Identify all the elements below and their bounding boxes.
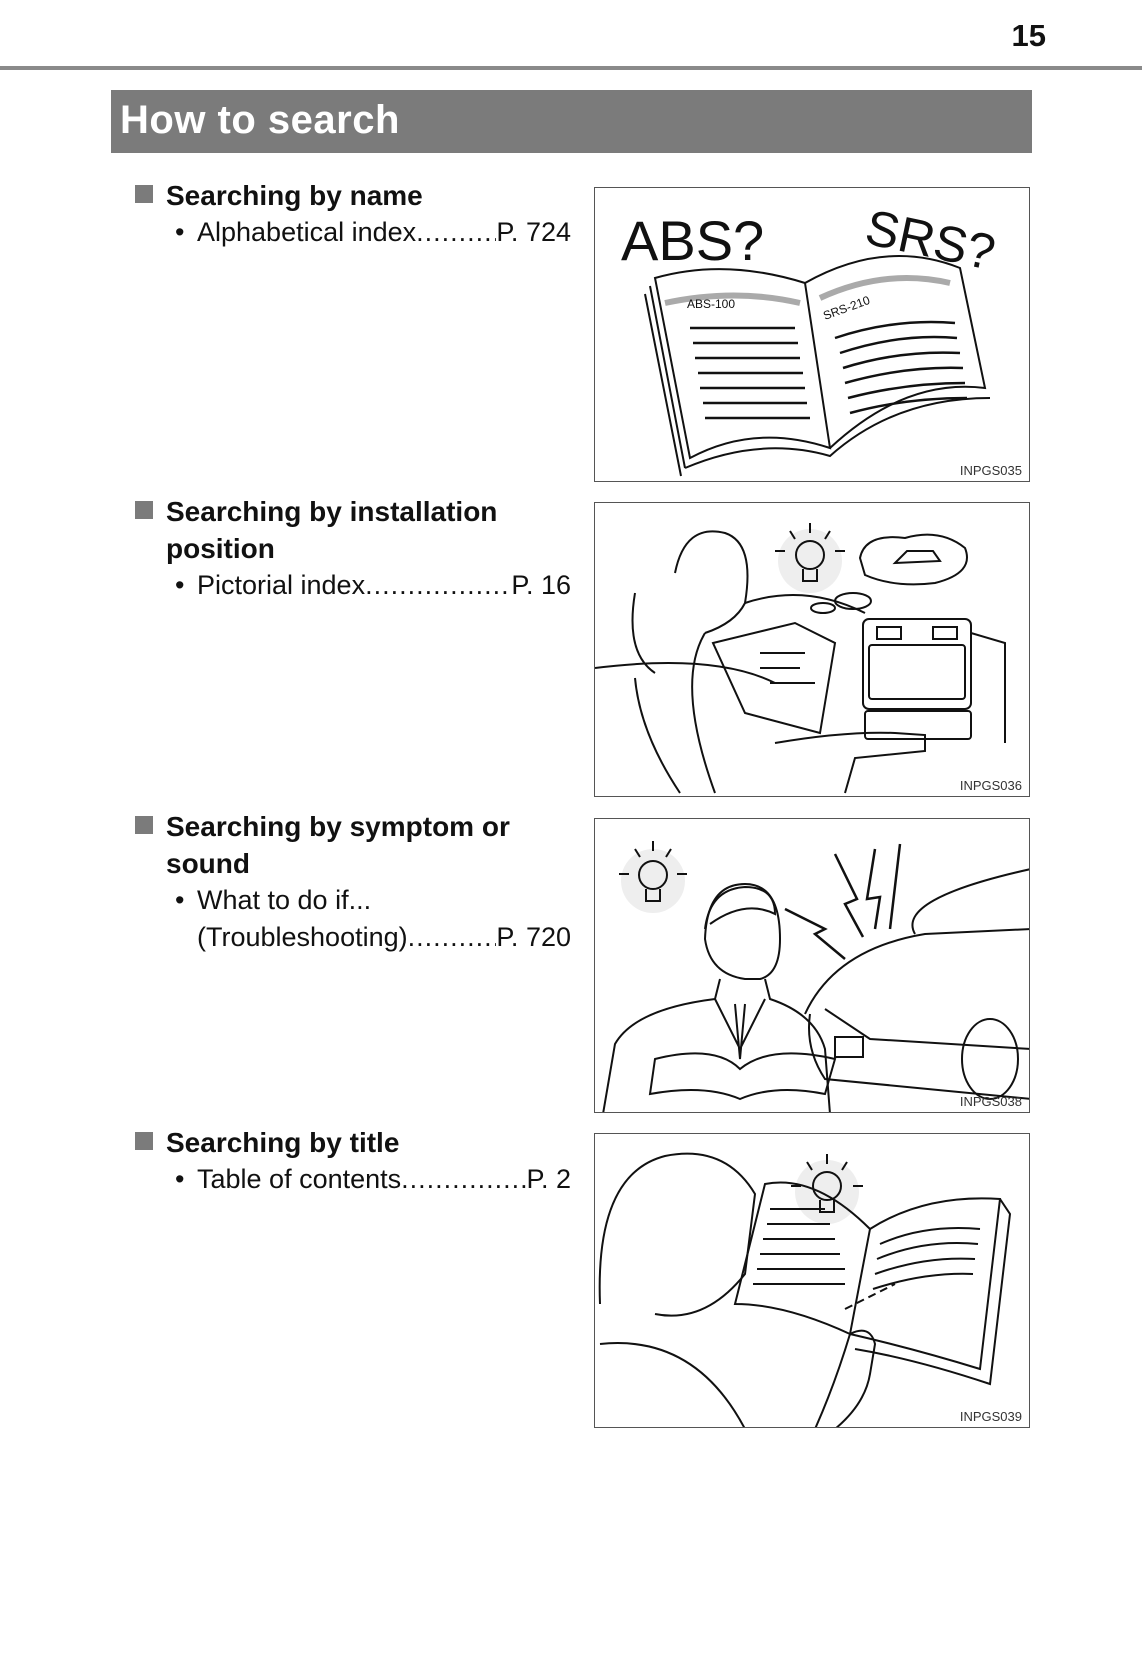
- section-search-by-symptom: Searching by symptom or sound • What to …: [135, 808, 571, 956]
- item-label-line1: What to do if...: [197, 885, 372, 915]
- dot-leader: [416, 214, 496, 251]
- dot-leader: [401, 1161, 526, 1198]
- bullet-icon: •: [175, 1164, 185, 1194]
- illustration-driver-dashboard: INPGS036: [594, 502, 1030, 797]
- abs-entry-text: ABS-100: [687, 297, 735, 311]
- page-reference[interactable]: P. 16: [511, 570, 571, 600]
- square-bullet-icon: [135, 816, 153, 834]
- illustration-table-of-contents: INPGS039: [594, 1133, 1030, 1428]
- list-item: • Alphabetical index P. 724: [175, 214, 571, 251]
- header-rule: [0, 66, 1142, 70]
- title-bar: How to search: [111, 90, 1032, 153]
- section-heading-line1: Searching by installation: [166, 496, 498, 527]
- list-item: • Pictorial index P. 16: [175, 567, 571, 604]
- page-number: 15: [1011, 18, 1046, 53]
- item-label: Alphabetical index: [197, 217, 417, 247]
- list-item: • Table of contents P. 2: [175, 1161, 571, 1198]
- section-search-by-name: Searching by name • Alphabetical index P…: [135, 177, 571, 251]
- page-reference[interactable]: P. 2: [526, 1164, 571, 1194]
- dot-leader: [365, 567, 511, 604]
- bullet-icon: •: [175, 570, 185, 600]
- section-heading: Searching by name: [166, 180, 423, 211]
- figure-code: INPGS038: [959, 1094, 1022, 1109]
- square-bullet-icon: [135, 501, 153, 519]
- dot-leader: [408, 919, 497, 956]
- driver-illustration: [595, 523, 1006, 794]
- item-label: Table of contents: [197, 1164, 402, 1194]
- section-heading-line1: Searching by symptom or: [166, 811, 510, 842]
- list-item: (Troubleshooting) P. 720: [197, 919, 571, 956]
- srs-entry-text: SRS-210: [821, 293, 872, 323]
- figure-code: INPGS039: [959, 1409, 1022, 1424]
- list-item-line1: • What to do if...: [175, 882, 571, 919]
- section-heading: Searching by title: [166, 1127, 400, 1158]
- abs-question-text: ABS?: [621, 209, 764, 272]
- page-title: How to search: [120, 98, 400, 142]
- figure-code: INPGS036: [959, 778, 1022, 793]
- item-label: (Troubleshooting): [197, 922, 408, 952]
- bullet-icon: •: [175, 885, 185, 915]
- srs-question-text: SRS?: [861, 199, 1000, 281]
- reading-book-illustration: [598, 1152, 1012, 1427]
- section-search-by-position: Searching by installation position • Pic…: [135, 493, 571, 604]
- page-reference[interactable]: P. 720: [496, 922, 571, 952]
- bullet-icon: •: [175, 217, 185, 247]
- square-bullet-icon: [135, 1132, 153, 1150]
- person-car-illustration: [602, 841, 1029, 1112]
- page-reference[interactable]: P. 724: [496, 217, 571, 247]
- section-search-by-title: Searching by title • Table of contents P…: [135, 1124, 571, 1198]
- illustration-symptom-sound: INPGS038: [594, 818, 1030, 1113]
- section-heading-line2: position: [166, 533, 275, 564]
- square-bullet-icon: [135, 185, 153, 203]
- open-book-illustration: ABS? SRS? ABS-100 SRS-210: [621, 199, 1000, 477]
- item-label: Pictorial index: [197, 570, 366, 600]
- illustration-open-book-index: ABS? SRS? ABS-100 SRS-210 INPGS035: [594, 187, 1030, 482]
- figure-code: INPGS035: [959, 463, 1022, 478]
- section-heading-line2: sound: [166, 848, 250, 879]
